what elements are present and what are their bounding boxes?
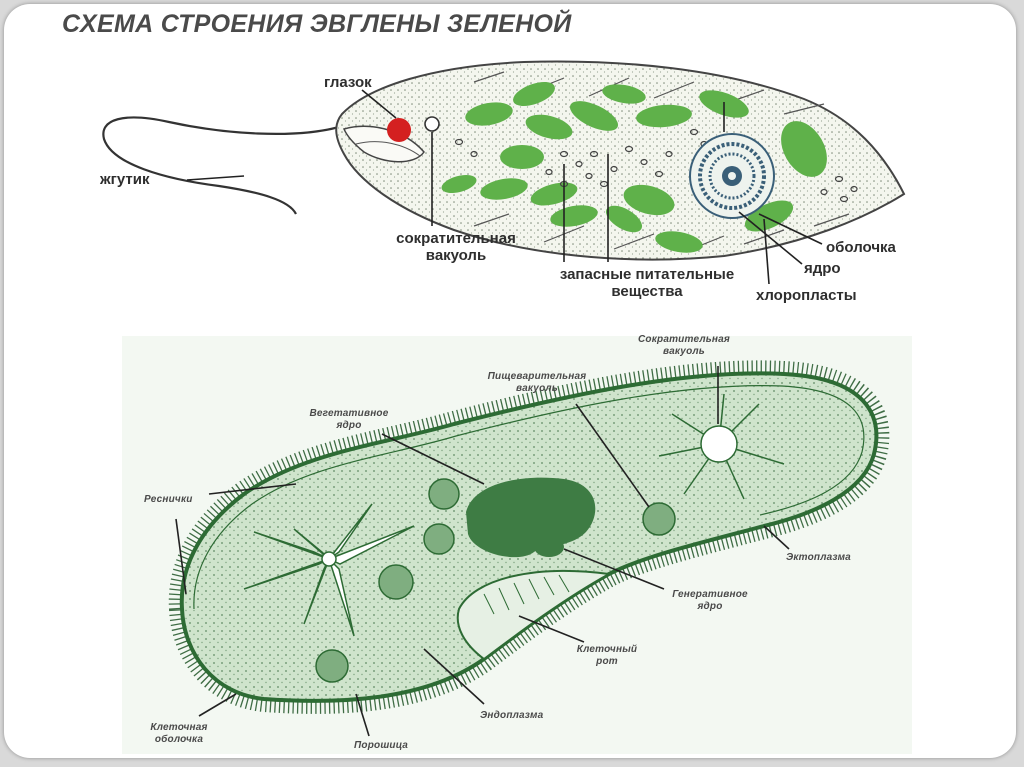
contractile-vacuole bbox=[701, 426, 737, 462]
label-line: Генеративное bbox=[660, 589, 760, 601]
label-line: Пищеварительная bbox=[462, 371, 612, 383]
label-cell-mouth: Клеточный рот bbox=[572, 644, 642, 668]
label-line: вакуоль bbox=[462, 383, 612, 395]
label-digestive-vacuole: Пищеварительная вакуоль bbox=[462, 371, 612, 395]
label-line: рот bbox=[572, 656, 642, 668]
label-line: Клеточная bbox=[134, 722, 224, 734]
label-micronucleus: Генеративное ядро bbox=[660, 589, 760, 613]
slide: СХЕМА СТРОЕНИЯ ЭВГЛЕНЫ ЗЕЛЕНОЙ bbox=[4, 4, 1016, 758]
label-line: Клеточный bbox=[572, 644, 642, 656]
label-ectoplasm: Эктоплазма bbox=[786, 552, 851, 564]
label-line: ядро bbox=[660, 601, 760, 613]
label-line: Вегетативное bbox=[304, 408, 394, 420]
label-cytoproct: Порошица bbox=[354, 740, 408, 752]
label-macronucleus: Вегетативное ядро bbox=[304, 408, 394, 432]
label-line: ядро bbox=[304, 420, 394, 432]
label-cilia: Реснички bbox=[144, 494, 193, 506]
label-cell-membrane: Клеточная оболочка bbox=[134, 722, 224, 746]
label-line: оболочка bbox=[134, 734, 224, 746]
label-endoplasm: Эндоплазма bbox=[480, 710, 543, 722]
label-line: Сократительная bbox=[634, 334, 734, 346]
label-line: вакуоль bbox=[634, 346, 734, 358]
micronucleus bbox=[534, 537, 564, 557]
label-contractile-vacuole-p: Сократительная вакуоль bbox=[634, 334, 734, 358]
